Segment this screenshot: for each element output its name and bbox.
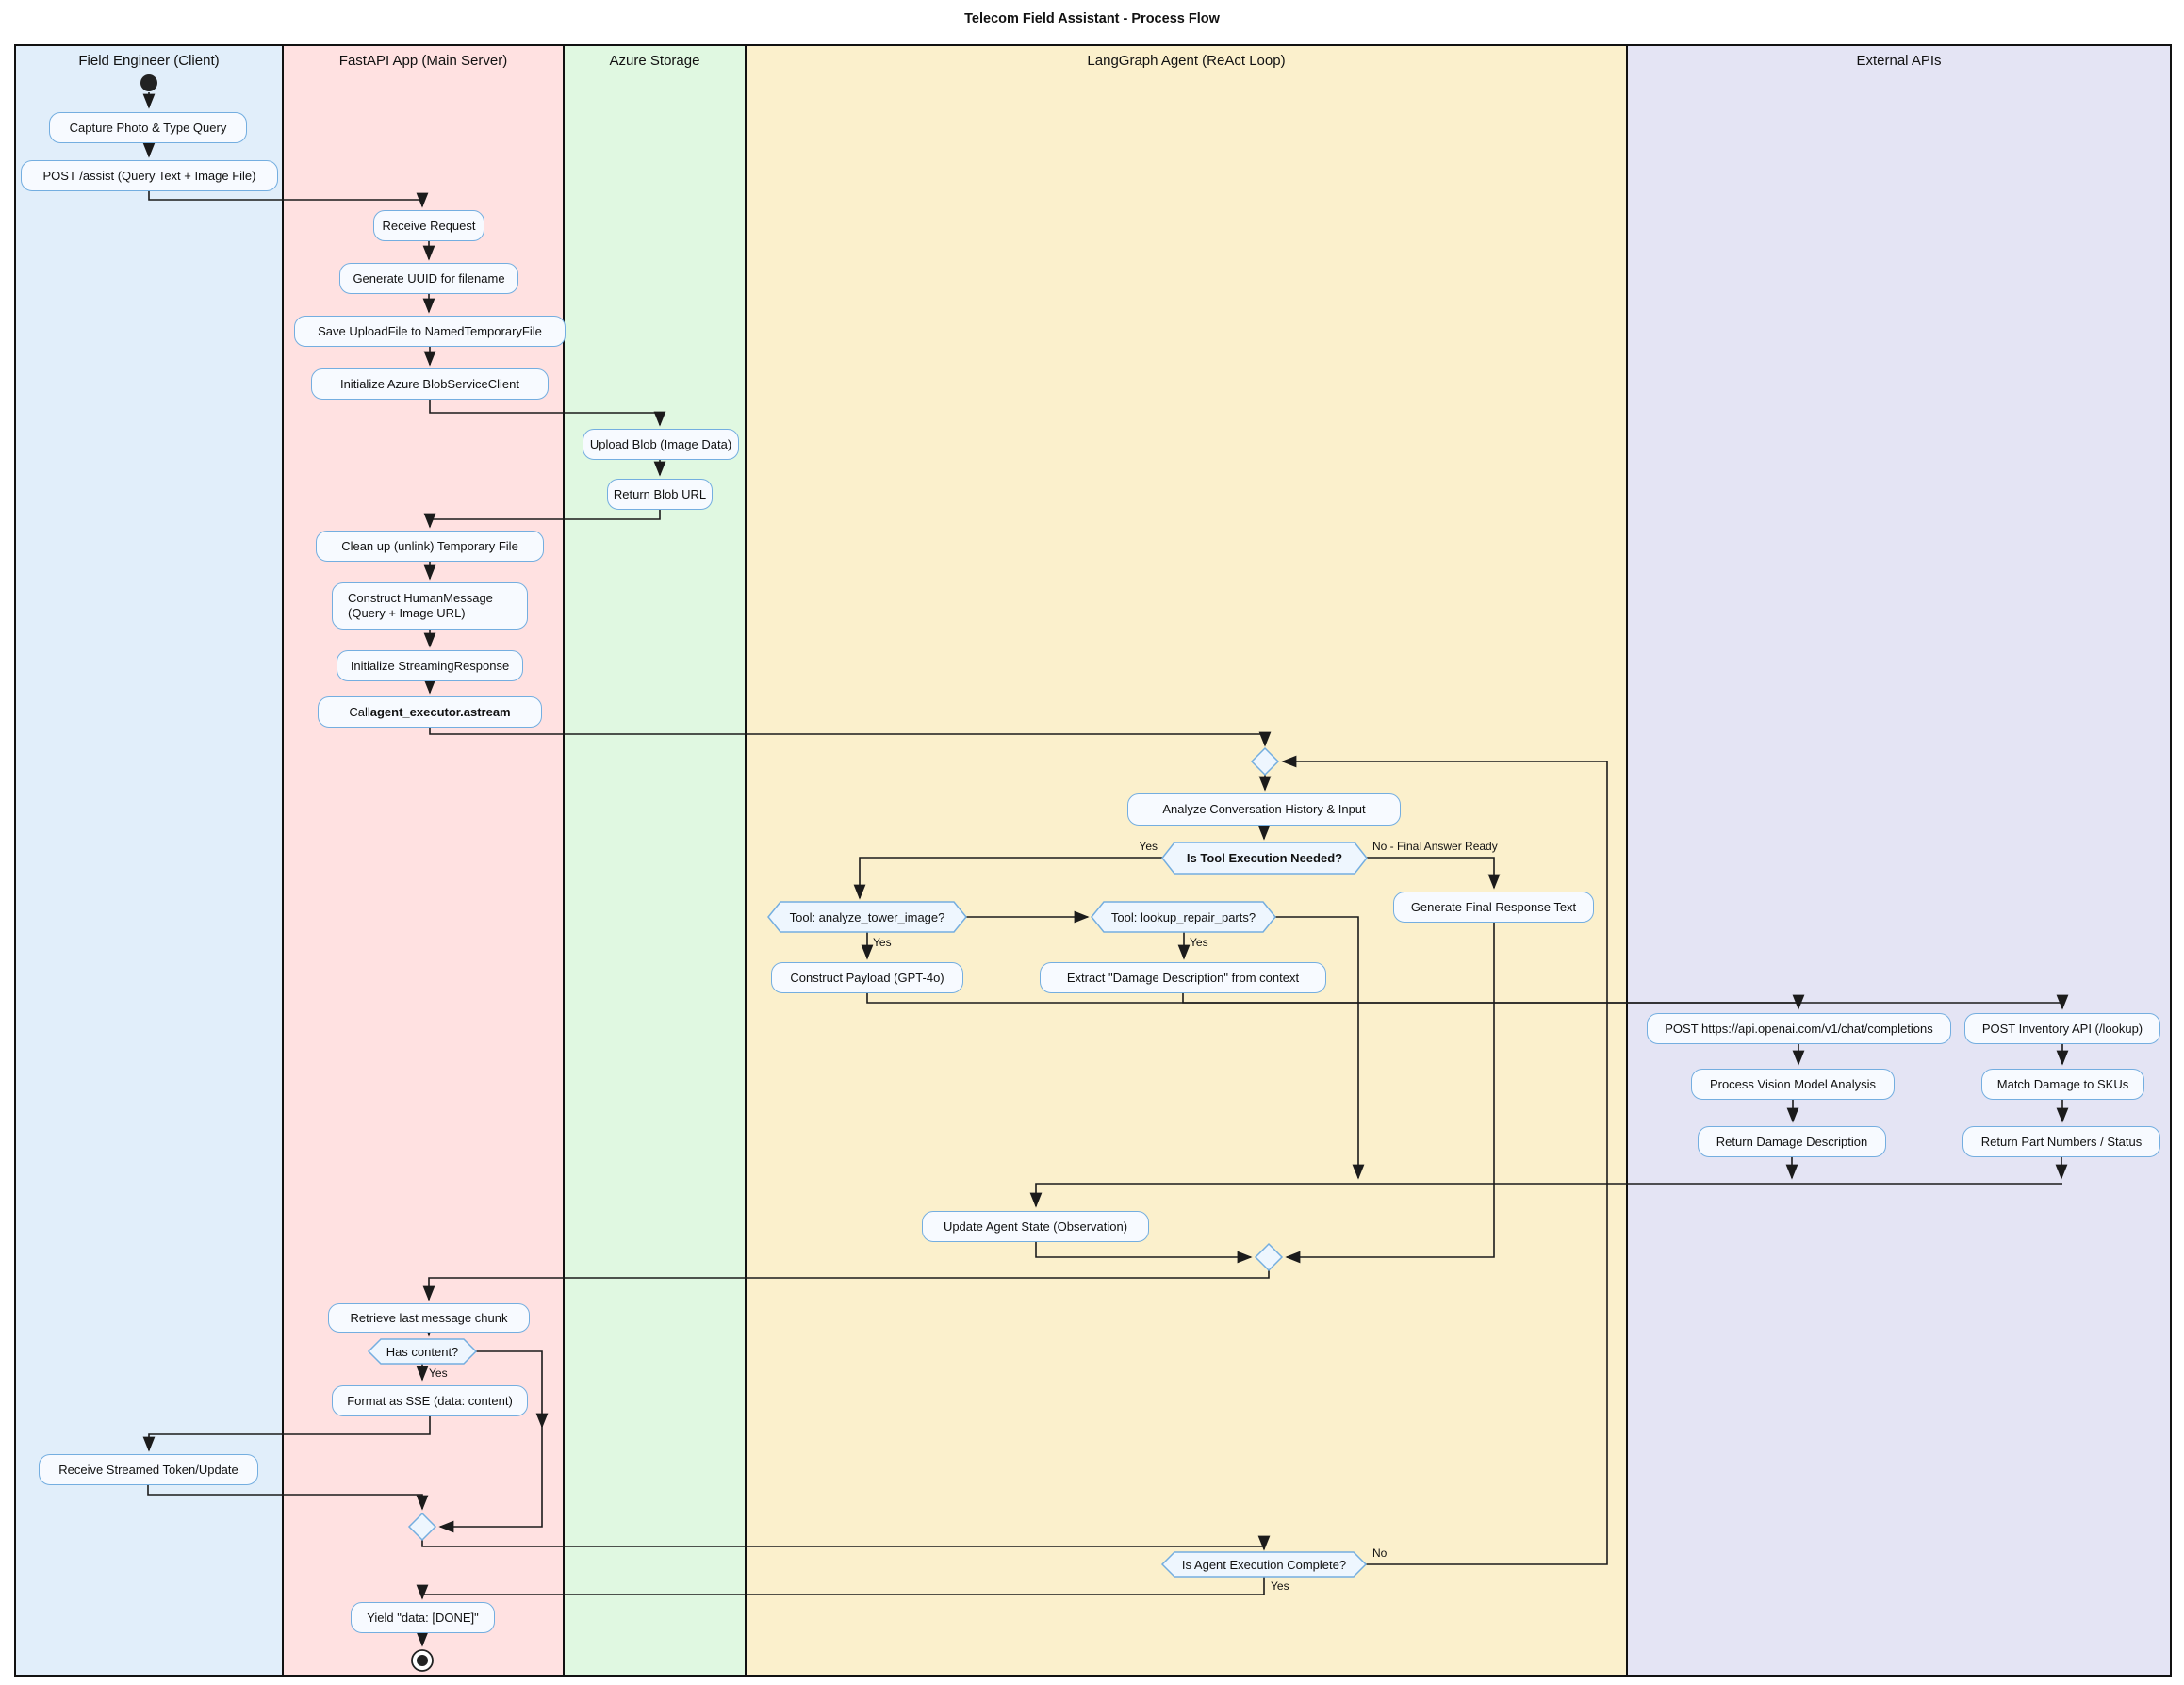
diagram-title: Telecom Field Assistant - Process Flow bbox=[964, 11, 1220, 26]
node-format-sse: Format as SSE (data: content) bbox=[332, 1385, 528, 1416]
hex-has-content bbox=[367, 1338, 478, 1365]
merge-diamonds bbox=[407, 746, 1284, 1542]
edge-label-yes-content: Yes bbox=[429, 1366, 448, 1380]
edge-label-yes-lookup: Yes bbox=[1190, 936, 1208, 949]
node-extract-damage: Extract "Damage Description" from contex… bbox=[1040, 962, 1326, 993]
lane-header-external-apis: External APIs bbox=[1856, 53, 1942, 69]
end-node bbox=[411, 1649, 434, 1672]
merge-diamond-react-bottom bbox=[1254, 1242, 1284, 1272]
construct-hm-line2: (Query + Image URL) bbox=[348, 606, 466, 620]
decision-has-content-label: Has content? bbox=[386, 1344, 459, 1359]
merge-diamond-stream bbox=[407, 1512, 437, 1542]
edge-label-yes-analyze: Yes bbox=[873, 936, 892, 949]
node-update-agent-state: Update Agent State (Observation) bbox=[922, 1211, 1149, 1242]
node-capture-photo: Capture Photo & Type Query bbox=[49, 112, 247, 143]
edge-label-yes-tool: Yes bbox=[1139, 840, 1158, 853]
flow-arrows bbox=[142, 92, 2069, 1647]
node-construct-payload: Construct Payload (GPT-4o) bbox=[771, 962, 963, 993]
decision-hexagons bbox=[367, 842, 1368, 1578]
node-post-openai: POST https://api.openai.com/v1/chat/comp… bbox=[1647, 1013, 1951, 1044]
node-retrieve-chunk: Retrieve last message chunk bbox=[328, 1303, 530, 1333]
node-process-vision: Process Vision Model Analysis bbox=[1691, 1069, 1895, 1100]
lane-header-azure: Azure Storage bbox=[609, 53, 700, 69]
node-generate-uuid: Generate UUID for filename bbox=[339, 263, 518, 294]
node-generate-final-response: Generate Final Response Text bbox=[1393, 892, 1594, 923]
hex-agent-complete bbox=[1160, 1551, 1368, 1578]
decision-tool-needed-label: Is Tool Execution Needed? bbox=[1186, 851, 1343, 865]
edge-label-no-final: No - Final Answer Ready bbox=[1372, 840, 1498, 853]
node-return-damage: Return Damage Description bbox=[1698, 1126, 1886, 1157]
edge-label-no-complete: No bbox=[1372, 1546, 1388, 1560]
lane-field-engineer bbox=[14, 44, 284, 1677]
lane-azure-storage bbox=[563, 44, 747, 1677]
construct-hm-line1: Construct HumanMessage bbox=[348, 591, 493, 606]
swimlanes bbox=[14, 44, 2172, 1677]
node-call-astream: Call agent_executor.astream bbox=[318, 696, 542, 728]
decision-agent-complete-label: Is Agent Execution Complete? bbox=[1181, 1557, 1347, 1572]
start-node bbox=[140, 74, 157, 91]
hex-tool-needed bbox=[1161, 842, 1368, 875]
decision-tool-analyze-label: Tool: analyze_tower_image? bbox=[789, 909, 945, 924]
decision-tool-lookup-label: Tool: lookup_repair_parts? bbox=[1110, 909, 1256, 924]
node-save-uploadfile: Save UploadFile to NamedTemporaryFile bbox=[294, 316, 566, 347]
node-construct-humanmessage: Construct HumanMessage (Query + Image UR… bbox=[332, 582, 528, 630]
node-receive-request: Receive Request bbox=[373, 210, 484, 241]
node-return-parts: Return Part Numbers / Status bbox=[1962, 1126, 2160, 1157]
lane-header-field-engineer: Field Engineer (Client) bbox=[78, 53, 220, 69]
merge-diamond-react-top bbox=[1250, 746, 1280, 777]
node-post-inventory: POST Inventory API (/lookup) bbox=[1964, 1013, 2160, 1044]
lane-external-apis bbox=[1626, 44, 2172, 1677]
node-post-assist: POST /assist (Query Text + Image File) bbox=[21, 160, 278, 191]
node-upload-blob: Upload Blob (Image Data) bbox=[583, 429, 739, 460]
node-receive-stream: Receive Streamed Token/Update bbox=[39, 1454, 258, 1485]
node-return-blob-url: Return Blob URL bbox=[607, 479, 713, 510]
hex-tool-lookup bbox=[1091, 901, 1276, 933]
node-yield-done: Yield "data: [DONE]" bbox=[351, 1602, 495, 1633]
call-prefix: Call bbox=[349, 704, 370, 719]
lane-header-langgraph: LangGraph Agent (ReAct Loop) bbox=[1087, 53, 1286, 69]
lane-header-fastapi: FastAPI App (Main Server) bbox=[338, 53, 508, 69]
edge-label-yes-complete: Yes bbox=[1271, 1579, 1289, 1593]
node-analyze-history: Analyze Conversation History & Input bbox=[1127, 793, 1401, 826]
call-code: agent_executor.astream bbox=[369, 704, 511, 719]
node-match-skus: Match Damage to SKUs bbox=[1981, 1069, 2144, 1100]
node-cleanup-tempfile: Clean up (unlink) Temporary File bbox=[316, 531, 544, 562]
hex-tool-analyze bbox=[767, 901, 967, 933]
node-init-streamingresponse: Initialize StreamingResponse bbox=[337, 650, 523, 681]
node-init-blob-client: Initialize Azure BlobServiceClient bbox=[311, 368, 549, 400]
